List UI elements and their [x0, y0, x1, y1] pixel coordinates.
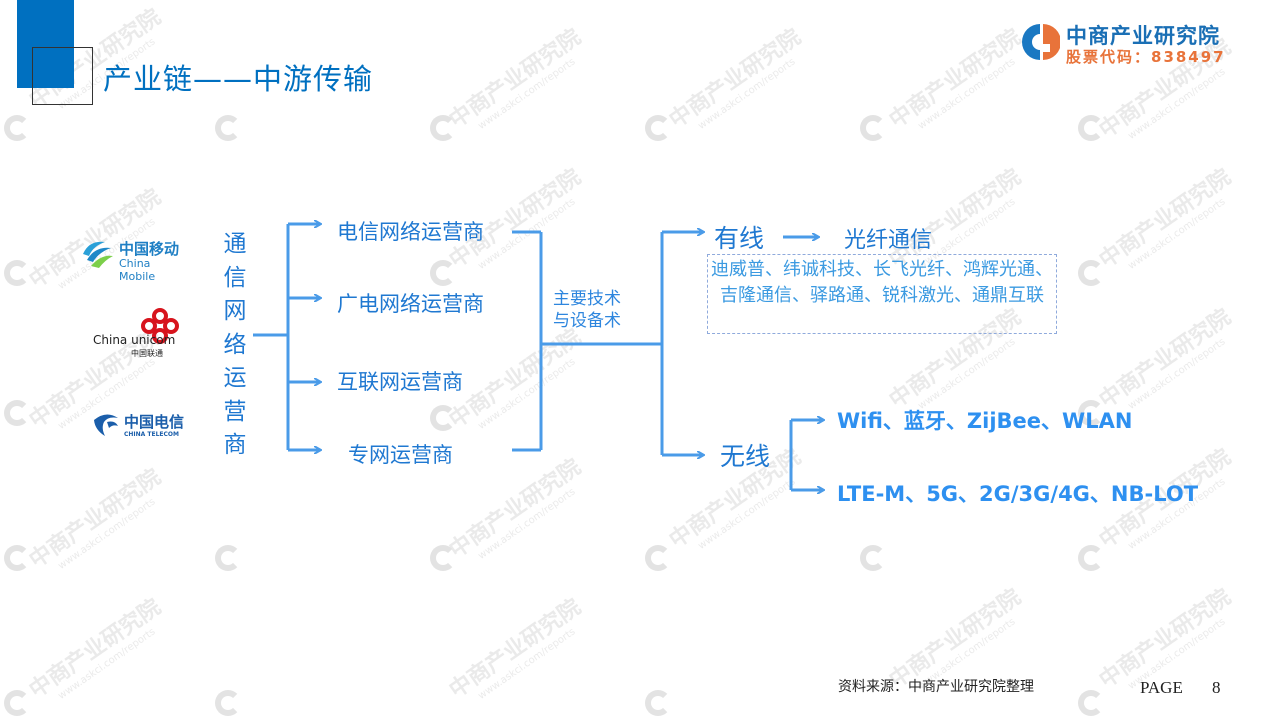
watermark-logo-icon: [4, 115, 30, 141]
watermark-logo-icon: [860, 115, 886, 141]
china-telecom-cn: 中国电信: [124, 413, 185, 431]
watermark-logo-icon: [430, 405, 456, 431]
china-unicom-en: China unicom: [93, 333, 176, 347]
watermark-logo-icon: [1078, 400, 1104, 426]
china-unicom-logo: China unicom 中国联通: [93, 307, 193, 362]
watermark-logo-icon: [215, 115, 241, 141]
watermark-logo-icon: [4, 260, 30, 286]
category-node-private-network: 专网运营商: [348, 443, 453, 467]
watermark-logo-icon: [430, 115, 456, 141]
tech-equipment-label: 主要技术 与设备术: [553, 289, 621, 331]
wireless-node: 无线: [720, 442, 771, 471]
watermark-logo-icon: [430, 260, 456, 286]
watermark-logo-icon: [4, 690, 30, 716]
watermark-logo-icon: [1078, 545, 1104, 571]
china-mobile-en: China Mobile: [119, 257, 156, 283]
wireless-cellular-node: LTE-M、5G、2G/3G/4G、NB-LOT: [837, 482, 1199, 506]
brand-logo: 中商产业研究院 股票代码：838497: [1020, 20, 1240, 70]
wireless-shortrange-node: Wifi、蓝牙、ZijBee、WLAN: [837, 409, 1133, 433]
china-unicom-knot-icon: [141, 308, 179, 344]
page-label: PAGE: [1140, 678, 1183, 697]
brand-name: 中商产业研究院: [1066, 24, 1220, 48]
brand-mark-icon: [1022, 24, 1060, 60]
watermark-logo-icon: [1078, 690, 1104, 716]
watermark-logo-icon: [4, 545, 30, 571]
watermark-logo-icon: [645, 115, 671, 141]
root-node-label: 通 信 网 络 运 营 商: [223, 231, 247, 458]
china-telecom-logo: 中国电信 CHINA TELECOM: [91, 410, 191, 444]
watermark-logo-icon: [860, 545, 886, 571]
watermark-logo-icon: [215, 545, 241, 571]
watermark-logo-icon: [430, 545, 456, 571]
watermark-logo-icon: [1078, 115, 1104, 141]
watermark-logo-icon: [1078, 260, 1104, 286]
wired-companies-box: 迪威普、纬诚科技、长飞光纤、鸿辉光通、吉隆通信、驿路通、锐科激光、通鼎互联: [707, 254, 1057, 334]
china-telecom-en: CHINA TELECOM: [124, 431, 179, 438]
category-node-broadcast: 广电网络运营商: [337, 292, 484, 316]
page-number: 8: [1212, 678, 1221, 697]
china-mobile-cn: 中国移动: [119, 240, 180, 258]
china-mobile-icon: [83, 241, 113, 268]
category-node-telecom: 电信网络运营商: [337, 220, 484, 244]
title-accent-block: [17, 0, 74, 88]
china-telecom-icon: [94, 414, 118, 436]
page-title: 产业链——中游传输: [103, 62, 374, 96]
watermark-logo-icon: [645, 690, 671, 716]
source-note: 资料来源：中商产业研究院整理: [838, 679, 1034, 695]
china-unicom-cn: 中国联通: [131, 349, 163, 358]
watermark-logo-icon: [215, 690, 241, 716]
fiber-communication-node: 光纤通信: [844, 228, 933, 253]
china-mobile-logo: 中国移动 China Mobile: [79, 236, 189, 283]
brand-stock-code: 股票代码：838497: [1066, 48, 1226, 66]
title-frame: [32, 47, 93, 105]
watermark-logo-icon: [4, 400, 30, 426]
watermark-logo-icon: [645, 545, 671, 571]
category-node-internet: 互联网运营商: [337, 370, 463, 394]
wired-node: 有线: [714, 224, 765, 253]
